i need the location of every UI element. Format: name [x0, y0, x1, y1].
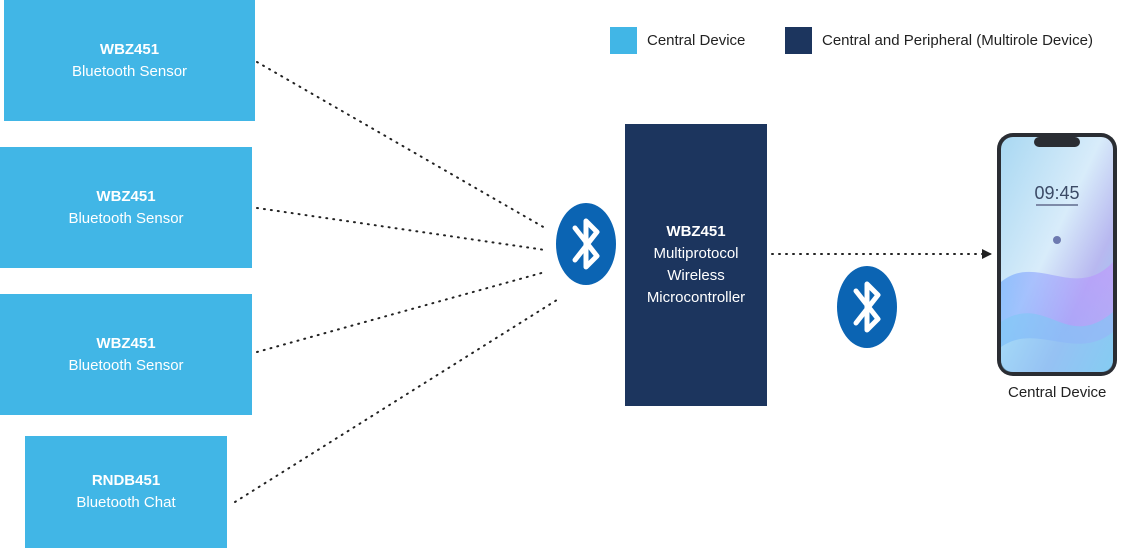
link-sensor-1: [256, 61, 546, 229]
legend-item-multirole: Central and Peripheral (Multirole Device…: [785, 27, 1093, 54]
chat-title: RNDB451: [91, 472, 161, 489]
hub-line: Multiprotocol: [653, 245, 739, 262]
sensor-node-3: WBZ451 Bluetooth Sensor: [0, 294, 252, 415]
smartphone-icon: 09:45: [997, 133, 1117, 376]
link-sensor-3: [256, 271, 546, 353]
hub-line: Wireless: [667, 267, 725, 284]
sensor-node-2: WBZ451 Bluetooth Sensor: [0, 147, 252, 268]
link-chat: [234, 297, 561, 503]
phone-clock: 09:45: [1034, 183, 1079, 203]
sensor-title: WBZ451: [99, 40, 160, 58]
hub-title: WBZ451: [666, 223, 726, 240]
bluetooth-icon: [837, 266, 897, 348]
sensor-subtitle: Bluetooth Sensor: [68, 356, 184, 374]
hub-node: WBZ451 Multiprotocol Wireless Microcontr…: [625, 124, 767, 406]
lock-icon: [1053, 236, 1061, 244]
legend-swatch: [610, 27, 637, 54]
link-sensor-2: [256, 207, 546, 251]
legend-item-central: Central Device: [610, 27, 745, 54]
hub-line: Microcontroller: [646, 289, 746, 306]
legend-label: Central Device: [647, 32, 746, 49]
sensor-node-1: WBZ451 Bluetooth Sensor: [4, 0, 255, 121]
chat-node: RNDB451 Bluetooth Chat: [25, 436, 227, 548]
sensor-title: WBZ451: [96, 187, 156, 205]
sensor-subtitle: Bluetooth Sensor: [71, 62, 188, 80]
phone-label: Central Device: [1008, 384, 1107, 401]
sensor-subtitle: Bluetooth Sensor: [68, 209, 184, 227]
legend-label: Central and Peripheral (Multirole Device…: [822, 32, 1093, 49]
sensor-title: WBZ451: [96, 334, 156, 352]
bluetooth-icon: [556, 203, 616, 285]
chat-subtitle: Bluetooth Chat: [76, 494, 176, 511]
legend-swatch: [785, 27, 812, 54]
